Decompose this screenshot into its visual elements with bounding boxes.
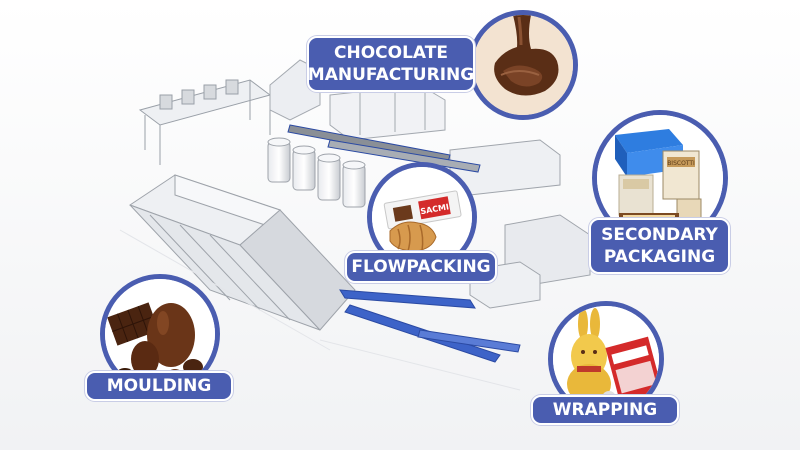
- flowpacking-label-text: FLOWPACKING: [351, 257, 491, 277]
- chocolate-label-line1: CHOCOLATE: [334, 43, 448, 63]
- moulding-label: MOULDING: [85, 371, 233, 401]
- moulding-label-text: MOULDING: [106, 376, 212, 396]
- bunny-wrapped-product-icon: [553, 306, 659, 412]
- flowpacking-label: FLOWPACKING: [345, 251, 497, 283]
- chocolate-swirl-icon: [473, 15, 573, 115]
- secondary-packaging-label: SECONDARY PACKAGING: [589, 218, 730, 274]
- conveyors: [287, 124, 521, 363]
- secondary-label-line1: SECONDARY: [601, 225, 718, 245]
- wrapping-label: WRAPPING: [531, 395, 679, 425]
- chocolate-eggs-icon: [105, 279, 215, 389]
- chocolate-manufacturing-label: CHOCOLATE MANUFACTURING: [307, 36, 475, 92]
- chocolate-tanks: [267, 137, 366, 208]
- floor-shading: [119, 229, 521, 391]
- chocolate-label-line2: MANUFACTURING: [307, 65, 475, 85]
- chocolate-bubble: [468, 10, 578, 120]
- moulding-bubble: [100, 274, 220, 394]
- wrapping-label-text: WRAPPING: [552, 400, 658, 420]
- wrapped-bar-croissant-icon: SACMI: [372, 167, 472, 267]
- secondary-label-line2: PACKAGING: [603, 247, 716, 267]
- box-brand-text: BISCOTTI: [667, 160, 695, 167]
- cooling-tunnel: [128, 174, 356, 331]
